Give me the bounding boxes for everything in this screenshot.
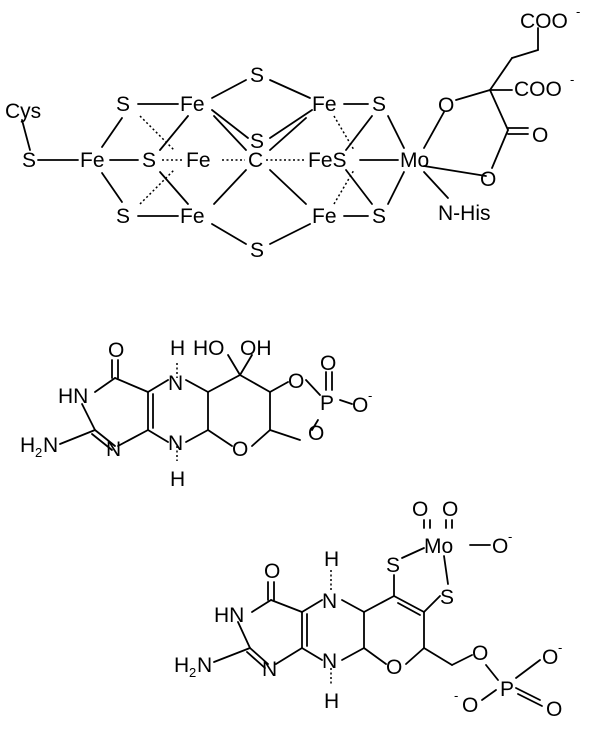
pterin2-p-o-minus-1: O bbox=[542, 646, 558, 669]
pterin2-n-top: N bbox=[322, 590, 337, 613]
pterin1-o-carbonyl: O bbox=[108, 339, 124, 362]
femoco-s-cys: S bbox=[22, 149, 36, 172]
pterin1-n-ring: N bbox=[106, 438, 121, 461]
pterin2-s-2: S bbox=[440, 586, 454, 609]
femoco-carbon: C bbox=[248, 149, 263, 172]
homocitrate-o-3: O bbox=[532, 124, 548, 147]
pterin1-n-bottom: N bbox=[168, 432, 183, 455]
femoco-fe-6: Fe bbox=[312, 205, 337, 228]
femoco-fes: FeS bbox=[308, 149, 347, 172]
pterin2-o-carbonyl: O bbox=[264, 560, 280, 583]
pterin2-mo-o-minus: O bbox=[492, 535, 508, 558]
pterin2-o-ester: O bbox=[472, 642, 488, 665]
pterin2-h-top: H bbox=[324, 548, 339, 571]
pterin1-n-top: N bbox=[168, 372, 183, 395]
pterin2-hn: HN bbox=[214, 604, 244, 627]
pterin-1-bonds bbox=[59, 354, 353, 461]
femoco-s-2: S bbox=[116, 93, 130, 116]
pterin1-o-ester-1: O bbox=[288, 370, 304, 393]
femo-cofactor: Cys S Fe S S S Fe Fe Fe S S C S Fe FeS F… bbox=[5, 4, 580, 262]
pterin1-h-bottom: H bbox=[170, 468, 185, 491]
femoco-s-4: S bbox=[372, 93, 386, 116]
pterin2-p: P bbox=[500, 678, 514, 701]
pterin2-mo-o-2: O bbox=[442, 498, 458, 521]
pterin2-o-ring: O bbox=[386, 656, 402, 679]
pterin2-h2n-h: H bbox=[174, 654, 189, 677]
pterin-1: O HN H 2 N N H N N H HO OH O O O P O - O bbox=[20, 337, 372, 491]
pterin2-p-o-double: O bbox=[546, 698, 562, 721]
pterin1-h-top: H bbox=[170, 337, 185, 360]
pterin2-mo-minus: - bbox=[508, 529, 512, 544]
pterin2-h2n-sub: 2 bbox=[189, 665, 196, 680]
pterin1-o-ester-2: O bbox=[308, 422, 324, 445]
n-his-label: N-His bbox=[438, 202, 491, 225]
pterin1-p: P bbox=[320, 392, 334, 415]
pterin1-h2n-h: H bbox=[20, 434, 35, 457]
femoco-fe-4: Fe bbox=[180, 205, 205, 228]
pterin2-p-minus-2: - bbox=[454, 688, 458, 703]
pterin1-o-double: O bbox=[320, 352, 336, 375]
homocitrate-o-1: O bbox=[438, 94, 454, 117]
femoco-s-5: S bbox=[372, 205, 386, 228]
femoco-s-top: S bbox=[250, 64, 264, 87]
pterin2-h-bottom: H bbox=[324, 690, 339, 713]
coo-label-1: COO bbox=[520, 10, 568, 33]
coo-minus-1: - bbox=[576, 4, 580, 19]
pterin1-ho: HO bbox=[193, 337, 225, 360]
pterin2-p-o-minus-2: O bbox=[462, 694, 478, 717]
pterin1-h2n-sub: 2 bbox=[35, 445, 42, 460]
pterin2-p-minus-1: - bbox=[558, 640, 562, 655]
pterin1-o-minus: O bbox=[352, 394, 368, 417]
coo-label-2: COO bbox=[514, 78, 562, 101]
pterin2-n-bottom: N bbox=[322, 650, 337, 673]
pterin2-h2n-n: N bbox=[197, 654, 212, 677]
homocitrate-o-2: O bbox=[480, 168, 496, 191]
femoco-s-3: S bbox=[116, 205, 130, 228]
femoco-s-1: S bbox=[142, 149, 156, 172]
femoco-fe-1: Fe bbox=[80, 149, 105, 172]
pterin1-minus: - bbox=[368, 388, 372, 403]
pterin1-o-ring: O bbox=[232, 438, 248, 461]
femoco-fe-5: Fe bbox=[312, 93, 337, 116]
femoco-s-bottom: S bbox=[250, 239, 264, 262]
pterin1-oh: OH bbox=[240, 337, 272, 360]
pterin-2-bonds bbox=[213, 519, 543, 707]
pterin2-n-ring: N bbox=[262, 658, 277, 681]
femoco-fe-2: Fe bbox=[180, 93, 205, 116]
pterin2-mo-o-1: O bbox=[412, 498, 428, 521]
cys-label: Cys bbox=[5, 100, 41, 123]
pterin1-hn: HN bbox=[58, 385, 88, 408]
femoco-fe-3: Fe bbox=[186, 149, 211, 172]
femoco-bonds bbox=[21, 27, 539, 245]
femoco-mo: Mo bbox=[400, 149, 429, 172]
pterin1-h2n-n: N bbox=[43, 434, 58, 457]
femoco-s-center: S bbox=[250, 130, 264, 153]
pterin-2: O HN H 2 N N H N N H O S S Mo O O O - O … bbox=[174, 498, 562, 721]
coo-minus-2: - bbox=[570, 72, 574, 87]
pterin2-s-1: S bbox=[386, 554, 400, 577]
pterin2-mo: Mo bbox=[424, 535, 453, 558]
